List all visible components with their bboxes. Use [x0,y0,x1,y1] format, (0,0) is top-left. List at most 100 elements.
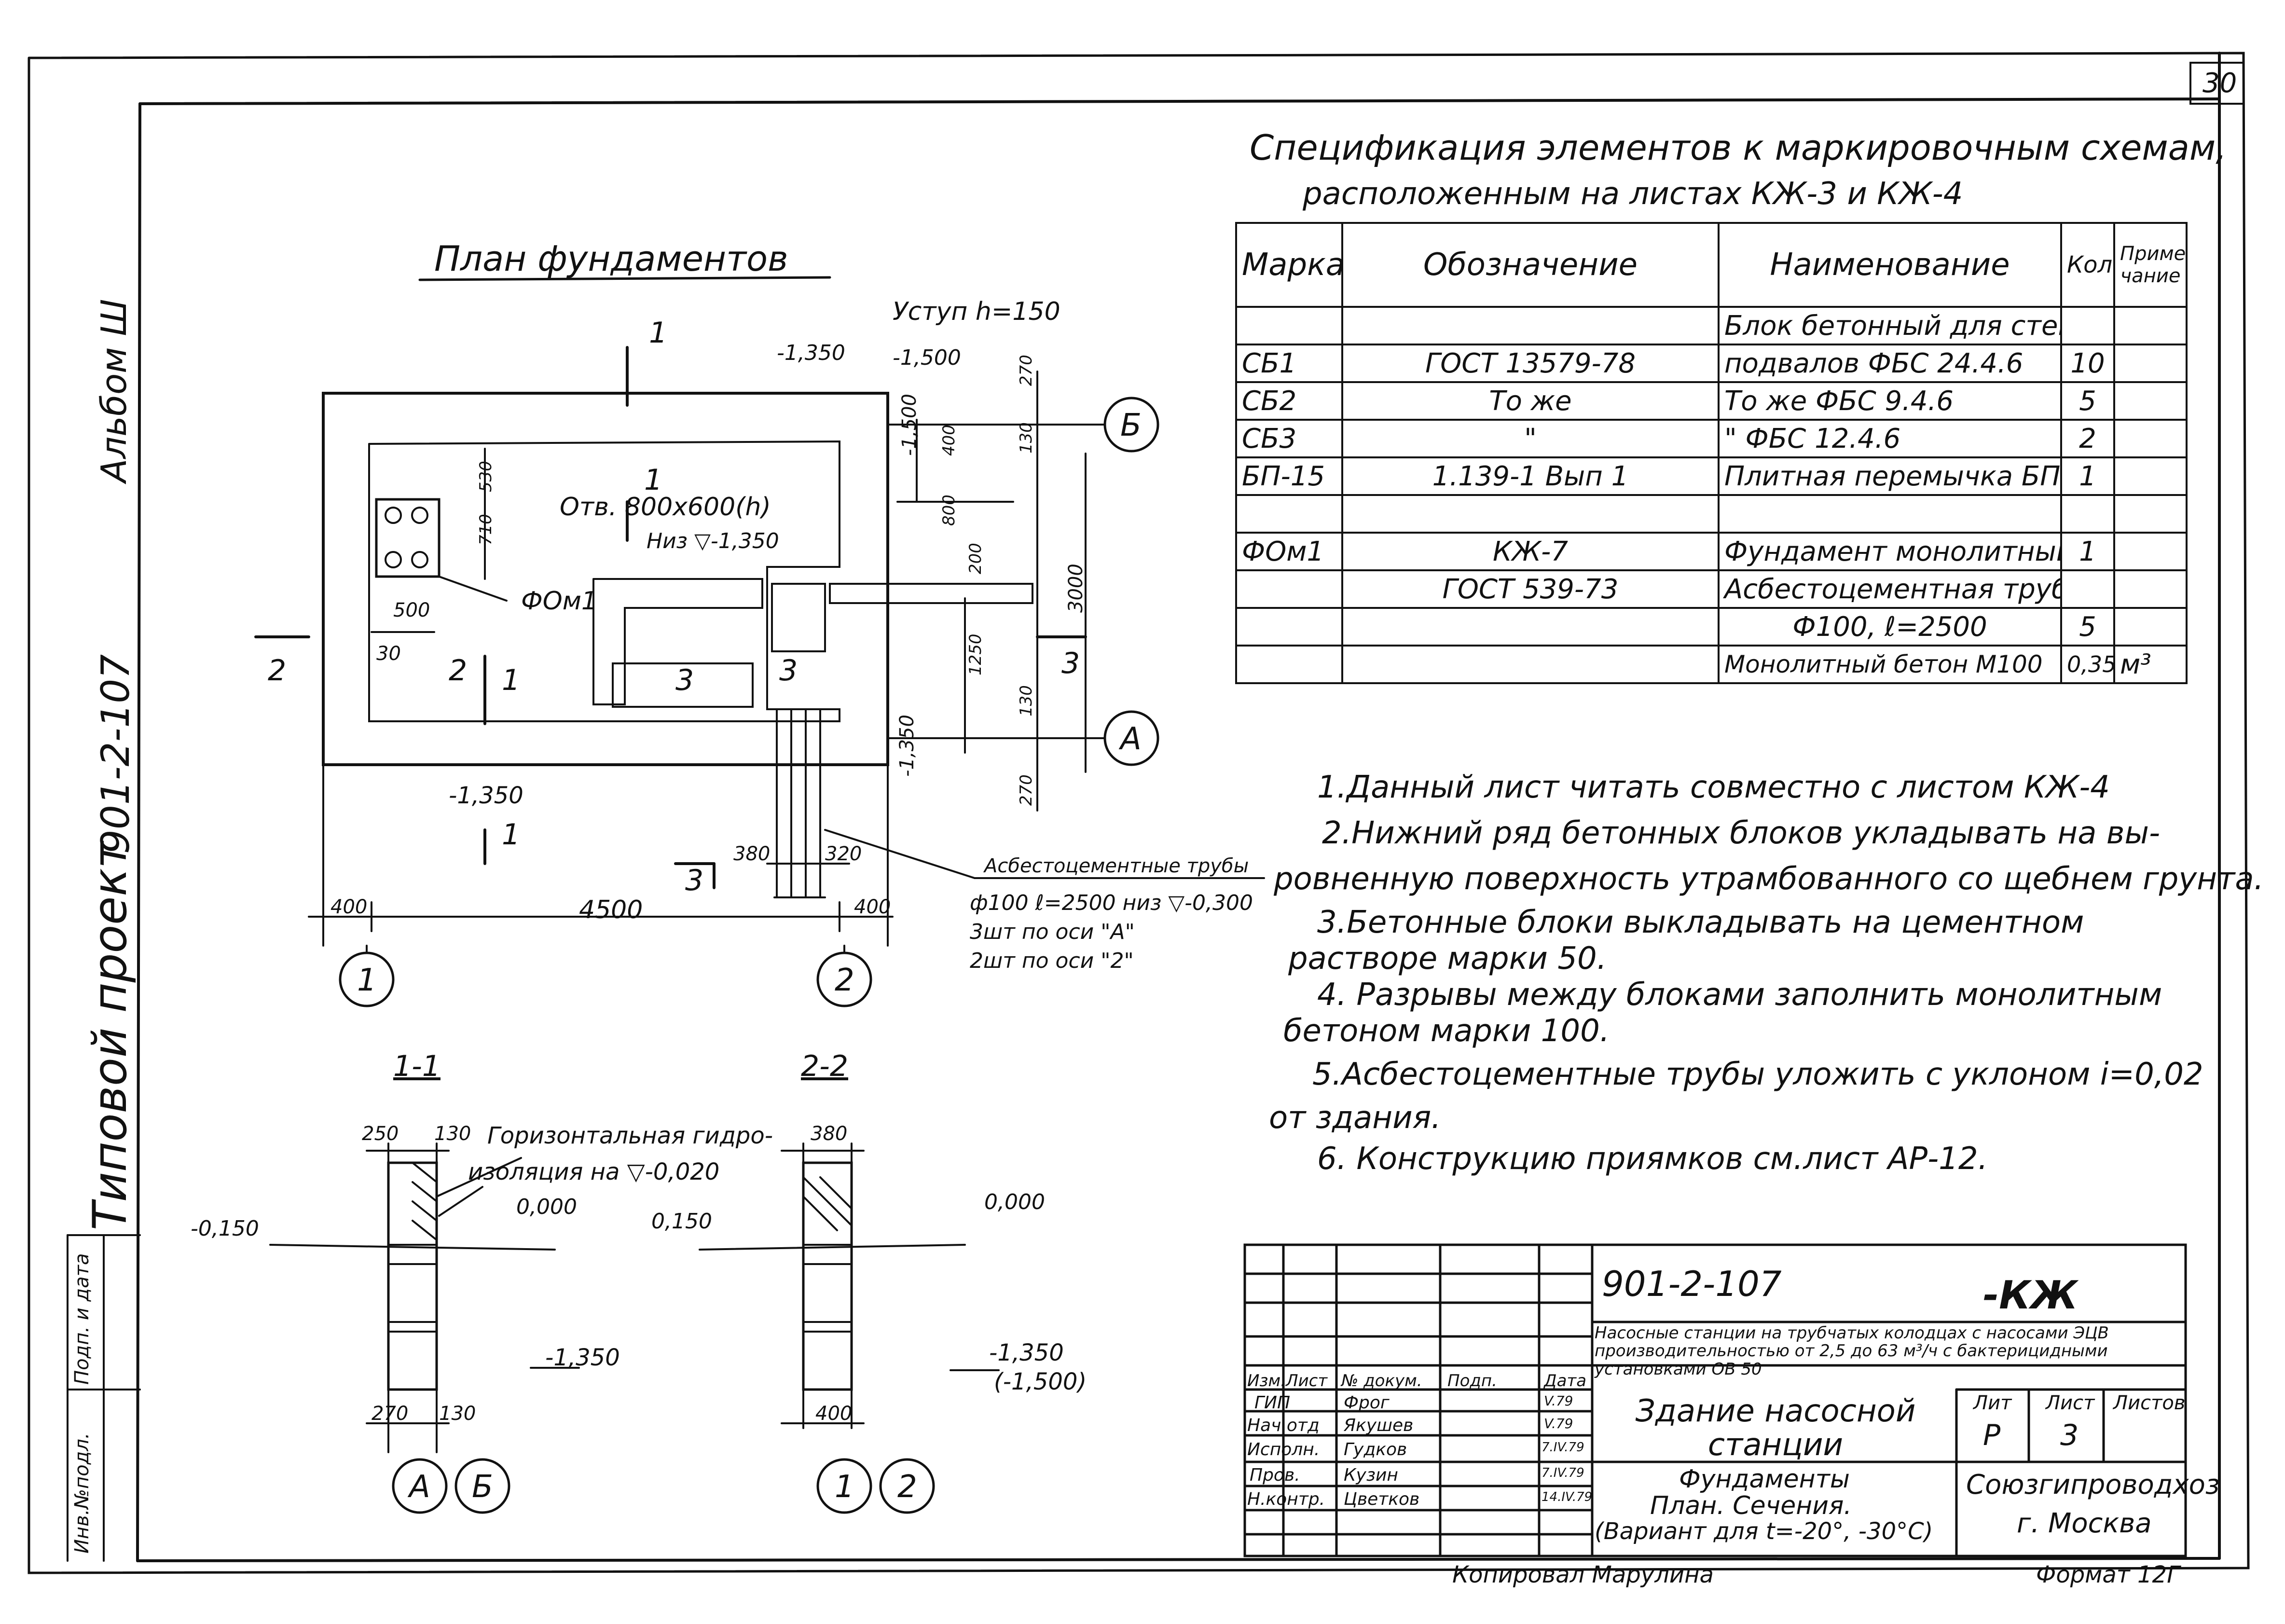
spec-cell: подвалов ФБС 24.4.6 [1718,344,2062,383]
copied-by: Копировал Марулина [1452,1561,1714,1588]
dimension: 710 [476,514,496,545]
spec-cell: ФОм1 [1235,532,1343,571]
section-mark: 3 [1061,647,1080,680]
tb-col-doc: № докум. [1341,1371,1422,1390]
spec-cell [2113,381,2188,421]
level-mark: 0,000 [984,1190,1045,1214]
note-1: 1.Данный лист читать совместно с листом … [1317,770,2110,805]
title-block-frame [1243,1243,2187,1557]
project-code-vertical: 901-2-107 [93,654,138,854]
spec-cell: 1 [2060,456,2115,496]
spec-cell [2113,306,2188,345]
level-mark: 0,000 [516,1195,577,1219]
note-2-cont: ровненную поверхность утрамбованного со … [1274,861,2264,897]
level-mark: -1,350 [545,1344,620,1371]
opening-bottom-label: Низ ▽-1,350 [647,529,779,553]
dimension: 400 [939,425,959,456]
spec-cell: 5 [2060,607,2115,647]
level-mark: -1,350 [896,715,918,777]
section-mark: 3 [685,864,704,897]
tb-org: Союзгипроводхоз [1966,1469,2220,1500]
section-mark: 2 [449,654,468,688]
tb-sheet-label: Лист [2046,1392,2095,1414]
pipes-axis-a: 3шт по оси "А" [970,920,1135,944]
spec-cell: ГОСТ 539-73 [1341,569,1720,609]
level-mark: (-1,500) [994,1368,1087,1395]
spec-cell: Плитная перемычка БП18 [1718,456,2062,496]
tb-person: Кузин [1344,1465,1398,1485]
dimension: 4500 [579,895,643,924]
section-mark: 1 [644,463,663,497]
dimension: 320 [825,843,862,865]
axis-label: 2 [835,963,854,998]
section-mark: 1 [502,663,521,697]
tb-sheets-label: Листов [2113,1392,2186,1414]
tb-col-date: Дата [1544,1371,1587,1390]
foundation-mark: ФОм1 [521,587,598,616]
section-1-1-title: 1-1 [393,1049,440,1083]
level-mark: -1,500 [898,394,921,456]
dimension: 270 [372,1403,409,1425]
spec-cell [2113,494,2188,534]
page-number: 30 [2202,68,2237,99]
spec-cell [2113,569,2188,609]
sheet-name-1: Фундаменты [1679,1465,1850,1494]
axis-label: А [1120,721,1142,757]
level-mark: 0,150 [651,1209,712,1234]
spec-cell [1341,494,1720,534]
spec-cell: ГОСТ 13579-78 [1341,344,1720,383]
spec-cell: БП-15 [1235,456,1343,496]
spec-cell: КЖ-7 [1341,532,1720,571]
note-2: 2.Нижний ряд бетонных блоков укладывать … [1322,815,2161,851]
pipes-callout: Асбестоцементные трубы [984,855,1249,877]
ledge-label: Уступ h=150 [893,297,1060,326]
tb-stage: Р [1983,1418,2001,1452]
section-2-2-title: 2-2 [801,1049,848,1083]
waterproofing-label: Горизонтальная гидро- [487,1122,773,1149]
waterproofing-level: изоляция на ▽-0,020 [468,1158,720,1185]
note-4-cont: бетоном марки 100. [1283,1013,1610,1049]
spec-cell [2113,419,2188,458]
dimension: 30 [376,643,401,665]
spec-cell [1718,494,2062,534]
level-mark: -0,150 [191,1216,259,1241]
tb-person: Цветков [1344,1489,1420,1509]
tb-role: Нач.отд [1247,1416,1320,1435]
spec-cell: То же ФБС 9.4.6 [1718,381,2062,421]
title-block-description: Насосные станции на трубчатых колодцах с… [1595,1323,2109,1379]
spec-cell: СБ2 [1235,381,1343,421]
table-row [1235,494,2188,534]
note-3: 3.Бетонные блоки выкладывать на цементно… [1317,905,2084,940]
foundation-plan [254,276,1265,1007]
plan-title: План фундаментов [434,238,788,279]
spec-header-note: Приме-чание [2113,222,2188,308]
spec-cell: Блок бетонный для стен [1718,306,2062,345]
tb-col-sign: Подп. [1447,1371,1497,1390]
sheet-frame [28,52,2250,1574]
spec-cell: 5 [2060,381,2115,421]
table-row: Блок бетонный для стен [1235,306,2188,345]
spec-cell [1235,306,1343,345]
spec-cell: Асбестоцементная труба [1718,569,2062,609]
spec-cell [1235,645,1343,684]
note-5-cont: от здания. [1269,1100,1441,1136]
dimension: 380 [811,1123,848,1145]
spec-cell: " [1341,419,1720,458]
title-block-suffix: -КЖ [1983,1273,2078,1318]
tb-stage-label: Лит [1973,1392,2012,1414]
tb-city: г. Москва [2017,1508,2152,1539]
album-label: Альбом Ш [94,299,134,482]
dimension: 400 [854,896,891,918]
spec-cell [1235,607,1343,647]
spec-cell: 0,35 [2060,645,2115,684]
spec-cell [2113,532,2188,571]
axis-label: Б [1120,408,1142,443]
spec-cell [2060,494,2115,534]
sheet-name-2: План. Сечения. [1650,1491,1852,1520]
spec-cell: 10 [2060,344,2115,383]
